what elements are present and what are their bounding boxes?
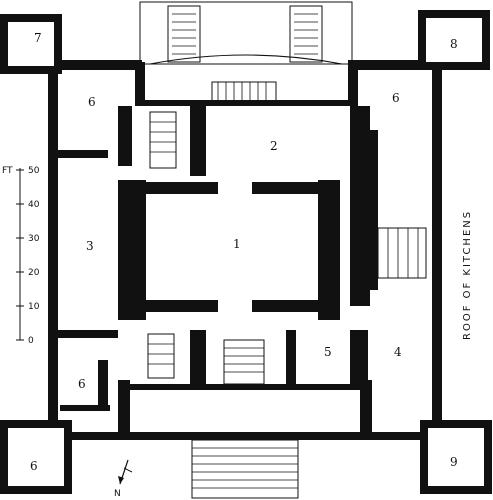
room-6-w-label: 6 <box>78 377 86 391</box>
scale-tick-0: 0 <box>28 336 34 346</box>
south-entrance-steps <box>191 439 299 499</box>
room-1-label: 1 <box>233 237 241 251</box>
room-3-label: 3 <box>86 239 94 253</box>
stair-east <box>377 227 427 279</box>
north-label: N <box>114 489 121 499</box>
stair-nw <box>149 111 177 169</box>
north-arrow: N <box>114 459 133 499</box>
central-hall <box>118 180 340 320</box>
scale-tick-20: 20 <box>28 268 40 278</box>
room-9-label: 9 <box>450 455 458 469</box>
tower-sw <box>0 420 72 494</box>
tower-ne <box>418 10 490 70</box>
tower-nw <box>0 14 62 74</box>
roof-of-kitchens-label: ROOF OF KITCHENS <box>462 210 473 340</box>
room-2-label: 2 <box>270 139 278 153</box>
north-terrace <box>139 1 353 65</box>
outer-walls <box>48 60 442 440</box>
stair-north <box>211 81 277 103</box>
room-6-sw-label: 6 <box>30 459 38 473</box>
scale-unit: FT <box>2 166 13 176</box>
room-6-ne-label: 6 <box>392 91 400 105</box>
room-7-label: 7 <box>34 31 42 45</box>
room-6-nw-label: 6 <box>88 95 96 109</box>
scale-bar: FT 50 40 30 20 10 0 <box>2 166 40 346</box>
room-4-label: 4 <box>394 345 402 359</box>
inner-partitions <box>58 106 378 411</box>
scale-tick-30: 30 <box>28 234 40 244</box>
stair-south <box>223 339 265 385</box>
room-8-label: 8 <box>450 37 458 51</box>
scale-tick-50: 50 <box>28 166 40 176</box>
stair-sw <box>147 333 175 379</box>
scale-tick-40: 40 <box>28 200 40 210</box>
scale-tick-10: 10 <box>28 302 40 312</box>
tower-se <box>420 420 492 494</box>
room-5-label: 5 <box>324 345 332 359</box>
